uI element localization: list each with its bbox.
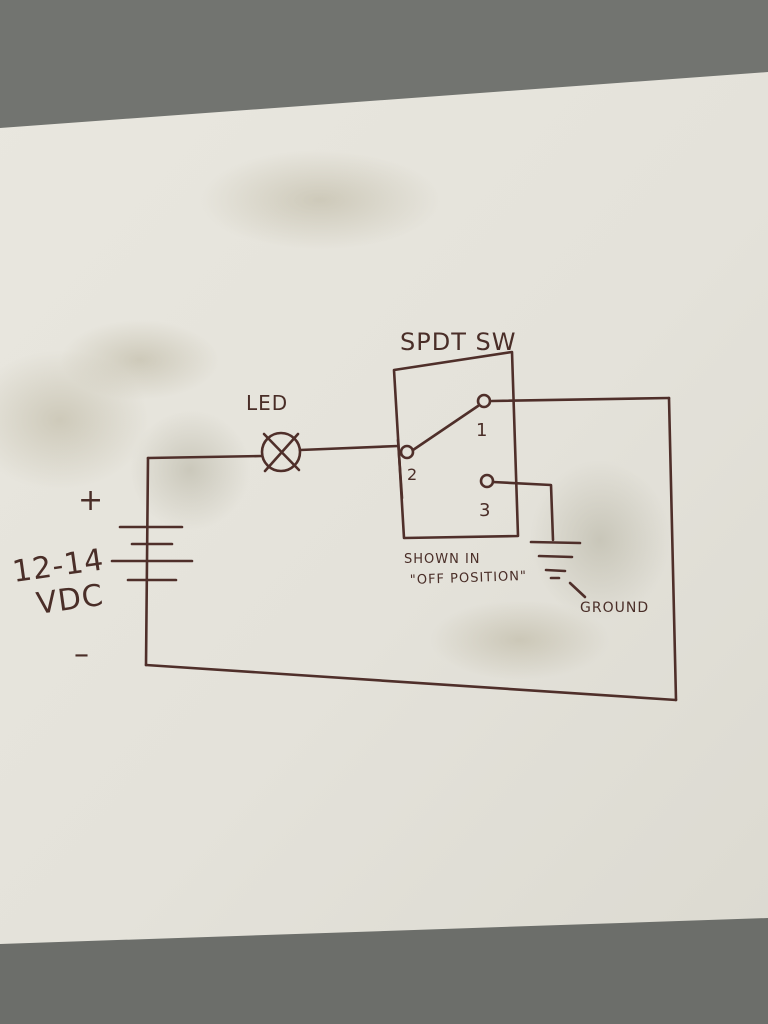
wire-right-vertical: [667, 396, 678, 702]
paper-smudge: [60, 320, 220, 400]
led-symbol: [260, 431, 302, 473]
led-label: LED: [246, 391, 288, 415]
switch-terminal-2: [399, 444, 415, 460]
terminal-2-label: 2: [407, 465, 418, 484]
switch-box: [392, 350, 520, 540]
note-line1: SHOWN IN: [404, 552, 481, 567]
wire-terminal-1: [490, 396, 671, 403]
paper-sheet: [0, 72, 768, 944]
paper-smudge: [430, 600, 610, 680]
wire-bottom-return: [144, 663, 678, 702]
terminal-3-label: 3: [479, 500, 491, 521]
ground-symbol: [529, 540, 587, 599]
switch-terminal-1: [476, 393, 492, 409]
switch-title: SPDT SW: [400, 328, 516, 356]
terminal-1-label: 1: [476, 420, 488, 441]
battery-plus-label: +: [78, 483, 104, 518]
wire-battery-to-led: [146, 454, 264, 460]
paper-smudge: [130, 410, 250, 530]
note-line2: "OFF POSITION": [410, 569, 528, 588]
paper-smudge: [200, 150, 440, 250]
battery-symbol: [110, 525, 194, 582]
battery-minus-label: –: [74, 637, 90, 672]
switch-arm: [411, 404, 480, 452]
wire-terminal-3-to-ground: [491, 480, 555, 542]
paper-smudge: [530, 460, 670, 620]
ground-label: GROUND: [580, 600, 649, 616]
wire-led-to-switch: [298, 444, 400, 452]
